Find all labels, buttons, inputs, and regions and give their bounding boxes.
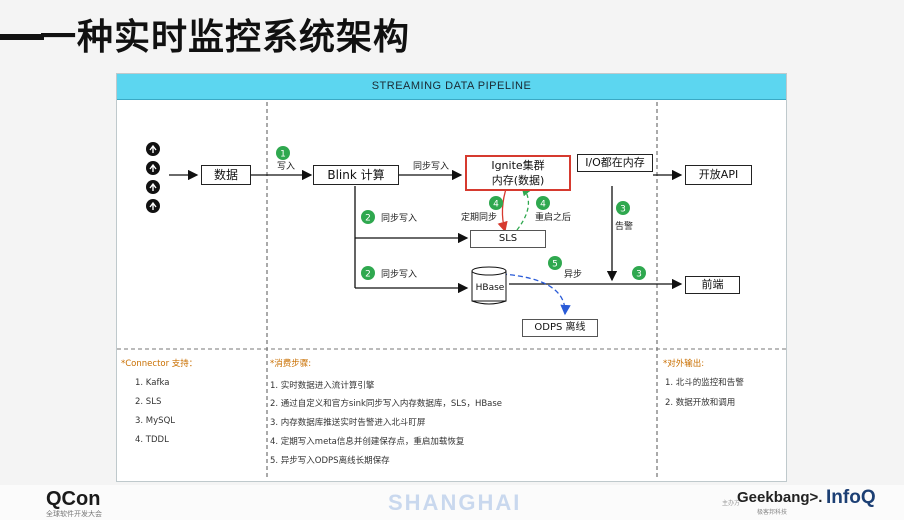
- svg-text:4: 4: [540, 200, 546, 210]
- step-item: 3. 内存数据库推送实时告警进入北斗盯屏: [270, 418, 426, 428]
- connector-item: 3. MySQL: [135, 416, 175, 426]
- qcon-logo: QCon: [46, 488, 101, 510]
- label-sync-write-top: 同步写入: [413, 161, 449, 172]
- node-io: I/O都在内存: [577, 154, 653, 172]
- node-blink: Blink 计算: [313, 165, 399, 185]
- geekbang-tagline: 极客邦科技: [757, 509, 788, 516]
- svg-text:2: 2: [365, 270, 371, 280]
- step-item: 5. 异步写入ODPS离线长期保存: [270, 456, 390, 466]
- node-odps: ODPS 离线: [522, 319, 598, 337]
- infoq-logo: InfoQ: [826, 487, 876, 508]
- svg-text:4: 4: [493, 200, 499, 210]
- step-item: 1. 实时数据进入流计算引擎: [270, 381, 375, 391]
- node-ignite-line2: 内存(数据): [491, 174, 545, 187]
- svg-text:2: 2: [365, 214, 371, 224]
- connector-item: 2. SLS: [135, 397, 162, 407]
- badge-4-restart: 4: [536, 196, 550, 210]
- qcon-tagline: 全球软件开发大会: [46, 510, 102, 518]
- title-accent-bar: [0, 34, 44, 40]
- node-ignite: Ignite集群 内存(数据): [465, 155, 571, 191]
- svg-text:3: 3: [620, 205, 626, 215]
- label-sync-write-sls: 同步写入: [381, 213, 417, 224]
- node-sls: SLS: [470, 230, 546, 248]
- cloud-upload-icon: [146, 199, 160, 213]
- connector-item: 1. Kafka: [135, 378, 170, 388]
- svg-text:5: 5: [552, 260, 558, 270]
- edge-restart-restore: [516, 185, 532, 231]
- step-item: 2. 通过自定义和官方sink同步写入内存数据库，SLS，HBase: [270, 399, 503, 409]
- edge-async-to-odps: [501, 273, 571, 316]
- output-item: 2. 数据开放和调用: [665, 398, 736, 408]
- output-title: *对外输出:: [663, 359, 705, 369]
- svg-text:3: 3: [636, 270, 642, 280]
- pipeline-banner: STREAMING DATA PIPELINE: [117, 74, 786, 100]
- output-item: 1. 北斗的监控和告警: [665, 378, 744, 388]
- steps-title: *消费步骤:: [270, 359, 312, 369]
- edge-periodic-sync: [497, 185, 508, 233]
- badge-5: 5: [548, 256, 562, 270]
- diagram-panel: STREAMING DATA PIPELINE: [116, 73, 787, 482]
- node-ignite-line1: Ignite集群: [491, 159, 545, 172]
- label-sync-write-hbase: 同步写入: [381, 269, 417, 280]
- host-label: 主办方: [722, 500, 741, 507]
- connector-title: *Connector 支持：: [121, 359, 198, 369]
- label-async: 异步: [564, 269, 582, 280]
- badge-1: 1: [276, 146, 290, 160]
- label-write: 写入: [277, 161, 295, 172]
- badge-3-alert: 3: [616, 201, 630, 215]
- cloud-upload-icon: [146, 142, 160, 156]
- badge-2-hbase: 2: [361, 266, 375, 280]
- connector-item: 4. TDDL: [135, 435, 169, 445]
- node-hbase-label: HBase: [475, 283, 505, 293]
- badge-2-sls: 2: [361, 210, 375, 224]
- pipeline-banner-label: STREAMING DATA PIPELINE: [371, 80, 532, 92]
- diagram-canvas: 1 2 2 3 3 4 4 5 写入 同步写入 同步写入 同步写入 定期同步 重…: [117, 102, 786, 479]
- shanghai-watermark: SHANGHAI: [388, 490, 522, 515]
- geekbang-logo: Geekbang>.: [737, 489, 823, 506]
- badge-4-sync: 4: [489, 196, 503, 210]
- badge-3-frontend: 3: [632, 266, 646, 280]
- footer-bar: [0, 485, 904, 520]
- svg-text:1: 1: [280, 150, 286, 160]
- node-open-api: 开放API: [685, 165, 752, 185]
- label-alert: 告警: [615, 220, 633, 232]
- hbase-cylinder: [471, 266, 507, 305]
- label-periodic-sync: 定期同步: [461, 211, 497, 223]
- cloud-upload-icon: [146, 180, 160, 194]
- cloud-upload-icon: [146, 161, 160, 175]
- node-frontend: 前端: [685, 276, 740, 294]
- label-after-restart: 重启之后: [535, 211, 571, 223]
- page-title: 一种实时监控系统架构: [40, 17, 411, 58]
- step-item: 4. 定期写入meta信息并创建保存点，重启加载恢复: [270, 437, 465, 447]
- node-data: 数据: [201, 165, 251, 185]
